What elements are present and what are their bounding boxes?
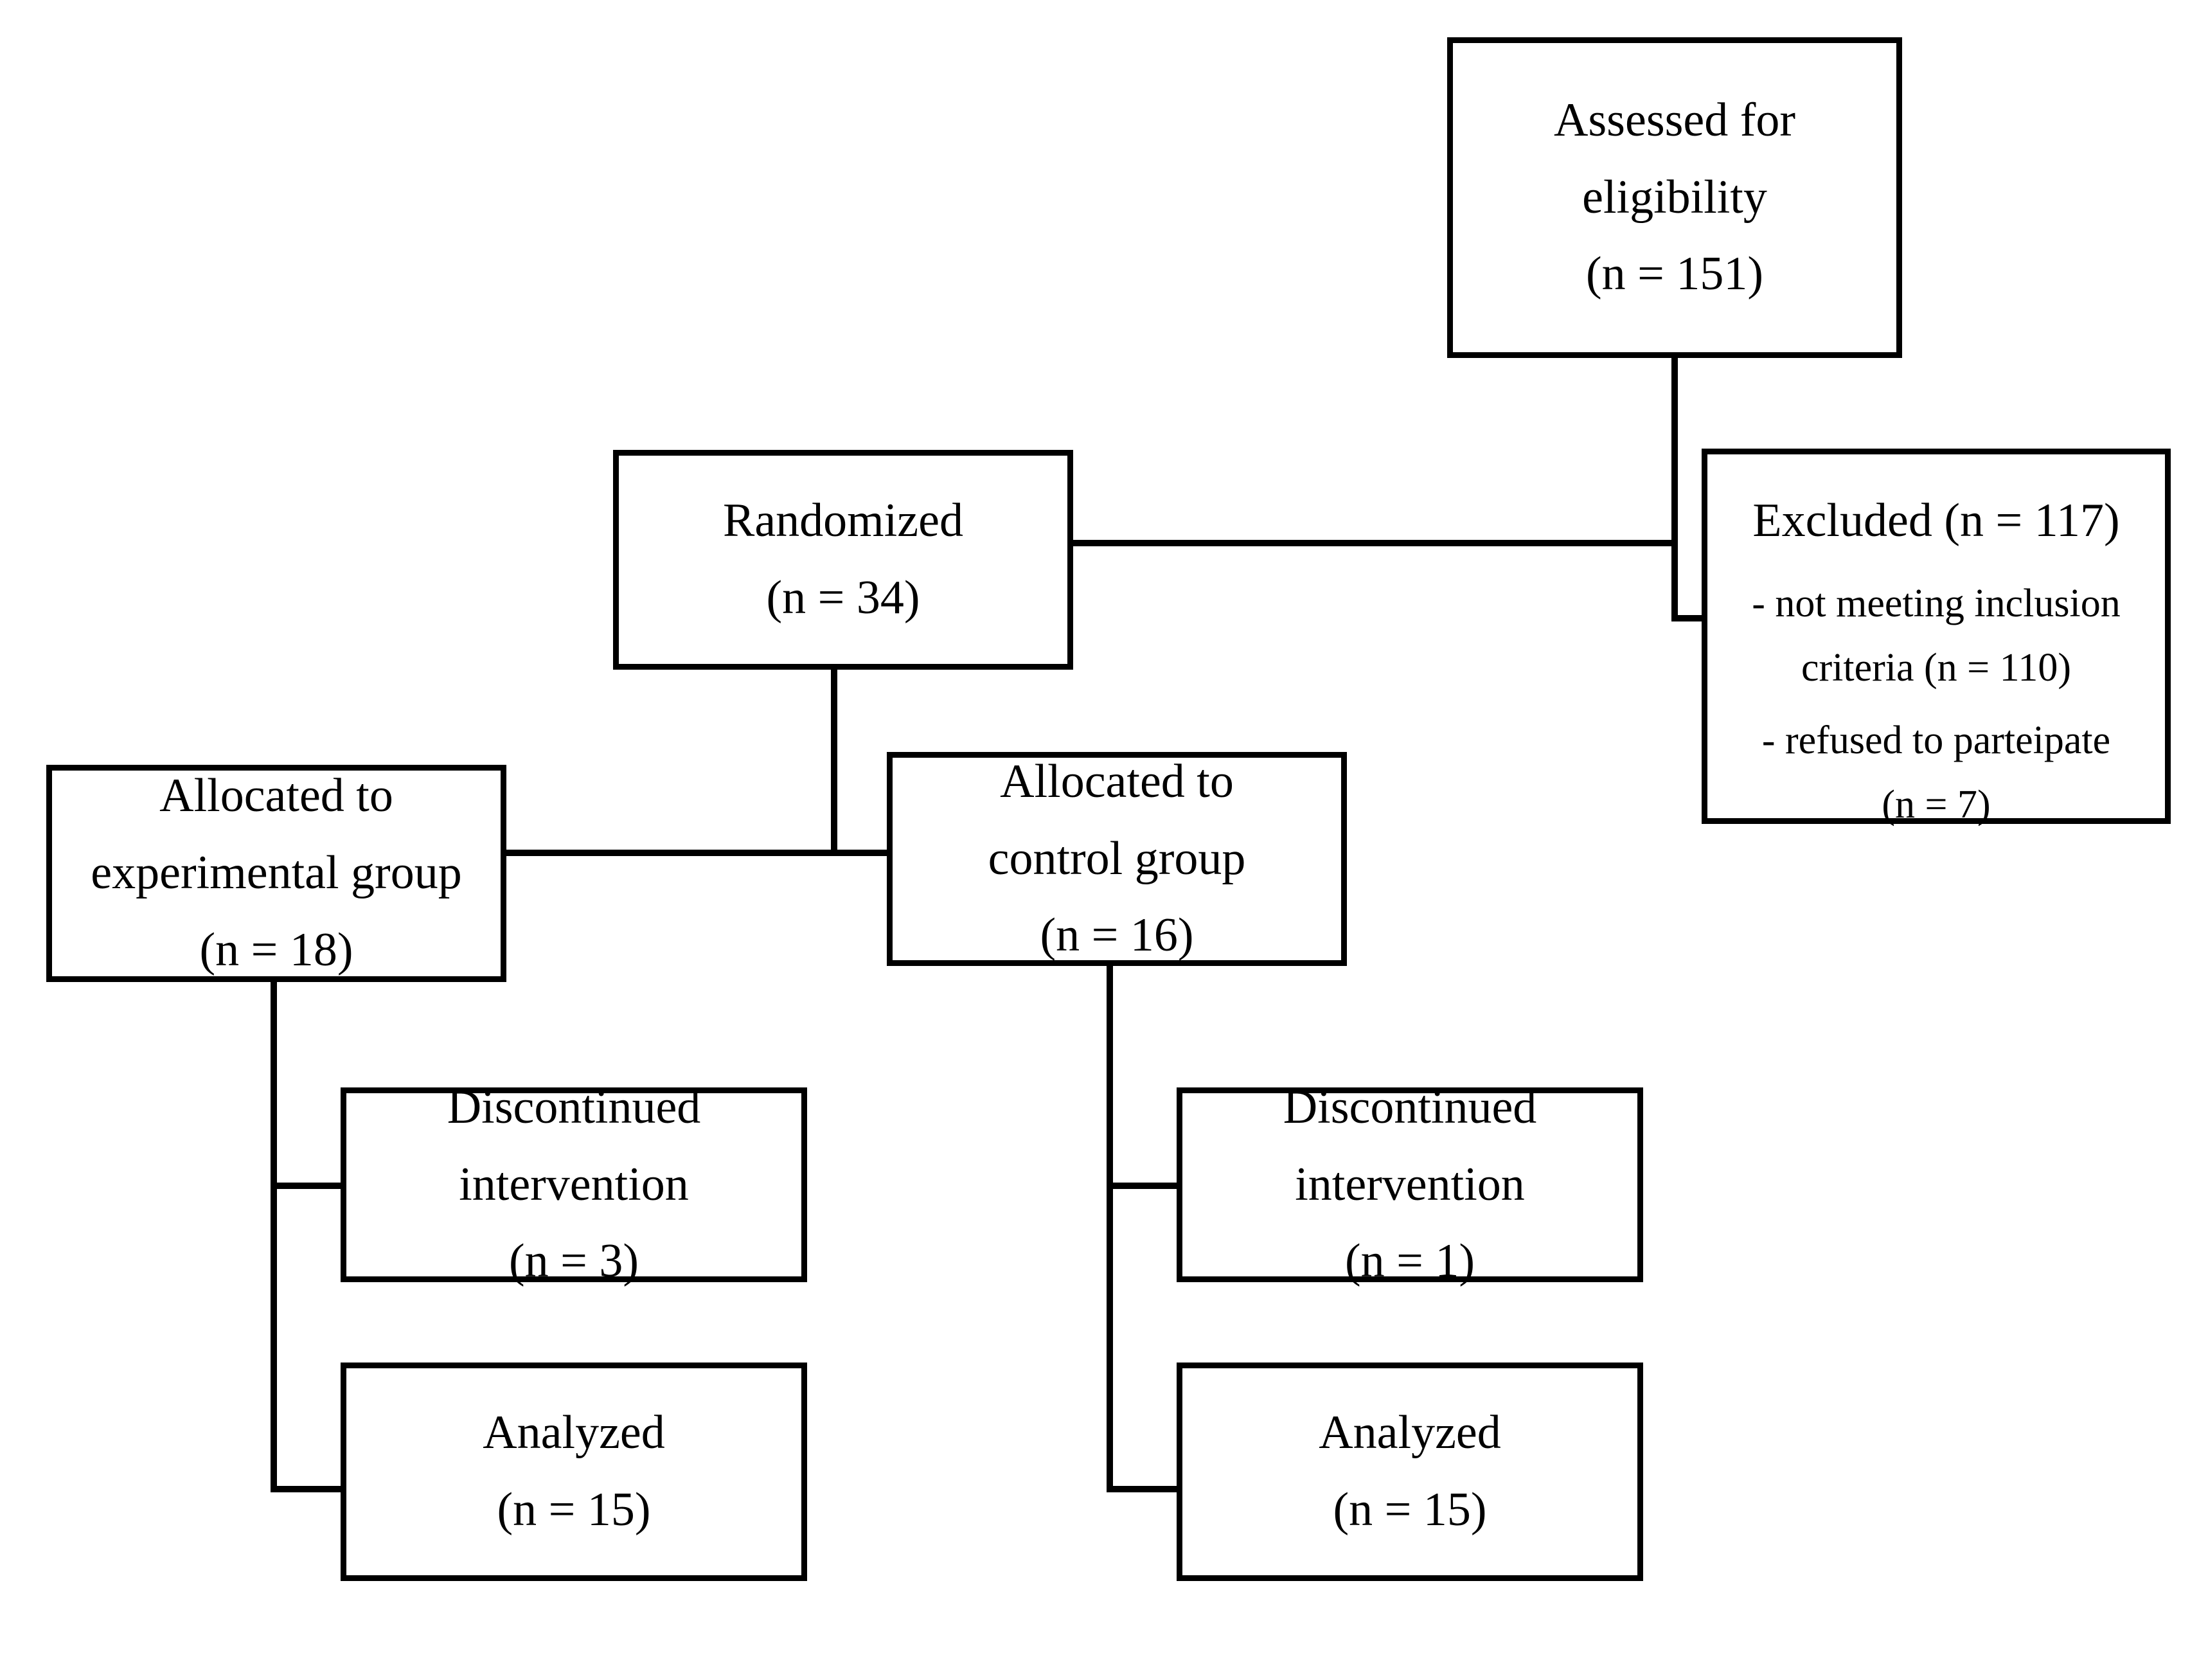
connector-randomized-to-trunk xyxy=(1067,540,1678,546)
connector-experimental-branch-trunk xyxy=(271,978,277,1492)
assessed-line-2: eligibility xyxy=(1582,170,1767,224)
randomized-box: Randomized (n = 34) xyxy=(613,450,1073,670)
disc-exp-line-1: Discontinued xyxy=(447,1080,701,1134)
connector-allocation-split xyxy=(501,850,887,856)
alloc-exp-count: (n = 18) xyxy=(199,923,353,976)
excluded-reason-2-line-2: (n = 7) xyxy=(1882,783,1991,827)
excluded-heading: Excluded (n = 117) xyxy=(1752,494,2120,547)
alloc-ctrl-line-1: Allocated to xyxy=(1000,755,1234,808)
disc-exp-line-2: intervention xyxy=(459,1157,689,1211)
allocated-experimental-group-box: Allocated to experimental group (n = 18) xyxy=(46,765,506,982)
disc-ctrl-line-2: intervention xyxy=(1295,1157,1525,1211)
analyzed-exp-label: Analyzed xyxy=(483,1406,665,1460)
connector-experimental-to-analyzed xyxy=(271,1486,344,1492)
discontinued-intervention-control-box: Discontinued intervention (n = 1) xyxy=(1177,1081,1643,1287)
allocated-control-group-box: Allocated to control group (n = 16) xyxy=(887,752,1347,966)
randomized-label: Randomized xyxy=(722,494,963,548)
excluded-reason-1-line-2: criteria (n = 110) xyxy=(1801,646,2071,690)
alloc-exp-line-2: experimental group xyxy=(91,846,462,900)
assessed-for-eligibility-box: Assessed for eligibility (n = 151) xyxy=(1447,37,1902,358)
disc-ctrl-count: (n = 1) xyxy=(1344,1235,1475,1288)
alloc-exp-line-1: Allocated to xyxy=(159,769,393,823)
assessed-line-1: Assessed for xyxy=(1553,93,1796,147)
alloc-ctrl-count: (n = 16) xyxy=(1040,909,1194,962)
analyzed-ctrl-count: (n = 15) xyxy=(1333,1483,1487,1536)
connector-control-branch-trunk xyxy=(1107,962,1113,1492)
analyzed-control-box: Analyzed (n = 15) xyxy=(1177,1363,1643,1581)
excluded-reason-1-line-1: - not meeting inclusion xyxy=(1752,581,2121,625)
assessed-count: (n = 151) xyxy=(1585,247,1764,301)
alloc-ctrl-line-2: control group xyxy=(988,832,1246,885)
analyzed-exp-count: (n = 15) xyxy=(497,1483,651,1536)
connector-to-excluded xyxy=(1671,615,1710,621)
randomized-count: (n = 34) xyxy=(766,571,920,624)
analyzed-ctrl-label: Analyzed xyxy=(1319,1406,1501,1460)
discontinued-intervention-experimental-box: Discontinued intervention (n = 3) xyxy=(341,1081,807,1287)
excluded-reason-2-line-1: - refused to parteipate xyxy=(1761,718,2111,762)
connector-control-to-analyzed xyxy=(1107,1486,1180,1492)
connector-control-to-discontinued xyxy=(1107,1183,1180,1189)
analyzed-experimental-box: Analyzed (n = 15) xyxy=(341,1363,807,1581)
excluded-box: Excluded (n = 117) - not meeting inclusi… xyxy=(1702,449,2171,827)
disc-exp-count: (n = 3) xyxy=(508,1235,639,1288)
connector-assessed-down xyxy=(1671,355,1678,621)
connector-experimental-to-discontinued xyxy=(271,1183,344,1189)
disc-ctrl-line-1: Discontinued xyxy=(1283,1080,1537,1134)
connector-randomized-down xyxy=(831,666,837,853)
